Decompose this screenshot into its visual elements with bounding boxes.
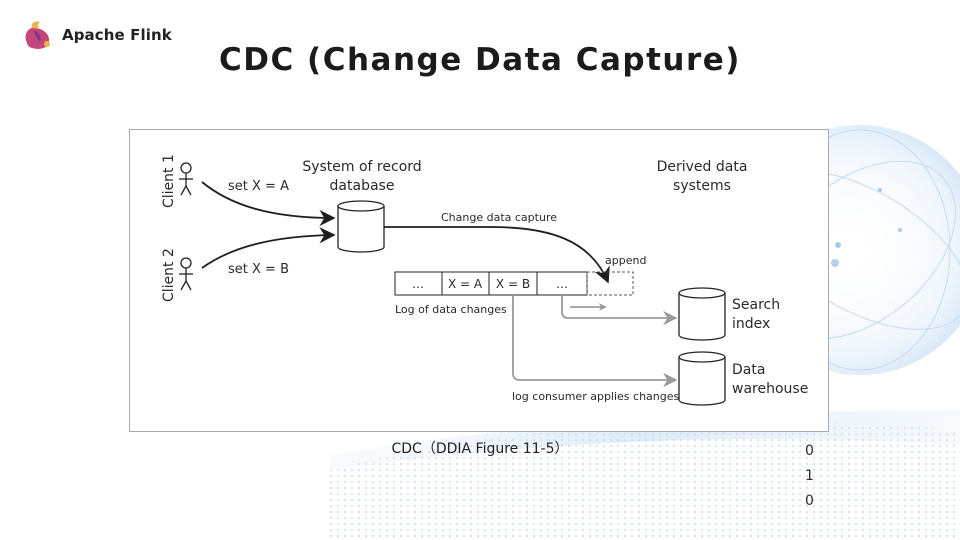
client-2-action: set X = B	[228, 262, 289, 277]
client-1: Client 1 set X = A	[161, 154, 289, 208]
data-warehouse-label-line2: warehouse	[732, 381, 808, 397]
client-2: Client 2 set X = B	[161, 248, 289, 302]
client-1-write-arrow	[201, 181, 336, 227]
svg-text:1: 1	[805, 468, 814, 484]
data-warehouse-database-icon	[678, 351, 726, 406]
cdc-diagram: Client 1 set X = A Client 2 set X = B	[161, 154, 808, 406]
person-icon	[179, 162, 193, 196]
search-index-database-icon	[678, 287, 726, 341]
cdc-label: Change data capture	[441, 211, 557, 224]
client-1-action: set X = A	[228, 179, 289, 194]
search-consumer-arrow	[561, 295, 678, 326]
log-append-slot	[586, 271, 634, 296]
flink-squirrel-icon	[25, 21, 50, 49]
derived-label-line1: Derived data	[657, 159, 748, 175]
person-icon	[179, 257, 193, 291]
source-db-label-line1: System of record	[302, 159, 421, 175]
warehouse-consumer-arrow	[512, 295, 678, 388]
search-index-label-line2: index	[732, 316, 770, 332]
data-warehouse-label-line1: Data	[732, 362, 765, 378]
figure-caption: CDC（DDIA Figure 11-5）	[391, 441, 569, 457]
log-cell-text: X = B	[496, 277, 530, 291]
log-label: Log of data changes	[395, 303, 507, 316]
svg-text:0: 0	[805, 443, 814, 459]
client-2-write-arrow	[201, 227, 336, 269]
client-2-label: Client 2	[161, 248, 177, 302]
append-label: append	[605, 254, 646, 267]
source-database-icon	[337, 200, 385, 253]
source-db-label-line2: database	[330, 178, 395, 194]
slide-title: CDC (Change Data Capture)	[219, 42, 741, 78]
log-cell-text: …	[412, 277, 424, 291]
svg-text:0: 0	[805, 493, 814, 509]
log-cell-text: …	[556, 277, 568, 291]
change-log: … X = A X = B … Log of data changes	[394, 271, 634, 316]
consumer-label: log consumer applies changes	[512, 390, 680, 403]
cdc-figure: Client 1 set X = A Client 2 set X = B	[129, 129, 829, 432]
log-cell-text: X = A	[448, 277, 483, 291]
brand-name: Apache Flink	[62, 26, 172, 44]
search-index-label-line1: Search	[732, 297, 780, 313]
derived-label-line2: systems	[673, 178, 731, 194]
apache-flink-logo: Apache Flink	[20, 18, 172, 52]
client-1-label: Client 1	[161, 154, 177, 208]
cdc-arrow	[384, 226, 610, 284]
